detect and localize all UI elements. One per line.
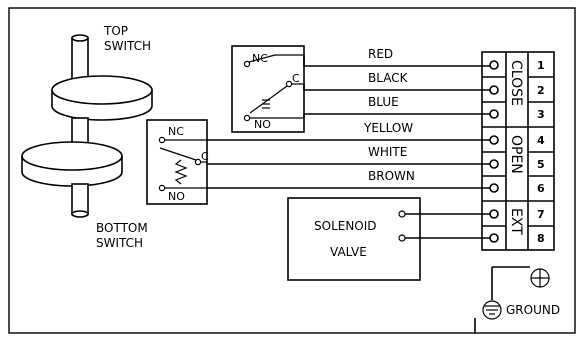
terminal-number-5: 5: [537, 158, 545, 171]
bottom-switch-label: BOTTOM: [96, 221, 148, 235]
top-switch-label-2: SWITCH: [104, 39, 151, 53]
top-no-label: NO: [254, 118, 271, 131]
terminal-number-6: 6: [537, 182, 545, 195]
wire-label-black: BLACK: [368, 71, 409, 85]
top-c-label: C: [292, 72, 300, 85]
top-switch-disc: [51, 75, 153, 121]
wires: [207, 55, 490, 189]
terminal-number-7: 7: [537, 208, 545, 221]
group-label-ext: EXT: [508, 208, 524, 235]
wire-label-red: RED: [368, 47, 393, 61]
top-switch-label: TOP: [103, 24, 128, 38]
diagram-frame: [8, 7, 576, 334]
terminal-number-8: 8: [537, 232, 545, 245]
terminal-number-1: 1: [537, 59, 545, 72]
terminal-number-3: 3: [537, 108, 545, 121]
valve-label: VALVE: [330, 245, 367, 259]
bottom-no-label: NO: [168, 190, 185, 203]
ground-icon: [474, 266, 550, 333]
wire-label-blue: BLUE: [368, 95, 399, 109]
solenoid-valve: [287, 197, 490, 281]
wire-label-white: WHITE: [368, 145, 407, 159]
group-label-open: OPEN: [508, 135, 524, 174]
ground-label: GROUND: [506, 303, 560, 317]
switch-assembly: [21, 34, 153, 218]
group-label-close: CLOSE: [508, 60, 524, 106]
solenoid-label: SOLENOID: [314, 219, 377, 233]
terminal-number-2: 2: [537, 84, 545, 97]
terminal-block: [481, 51, 555, 251]
bottom-switch-disc: [21, 141, 123, 187]
wire-label-brown: BROWN: [368, 169, 415, 183]
bottom-switch-contacts: NC C NO: [146, 119, 209, 205]
top-switch-contacts: NC C NO: [231, 45, 305, 133]
wire-label-yellow: YELLOW: [363, 121, 413, 135]
terminal-number-4: 4: [537, 134, 545, 147]
bottom-nc-label: NC: [168, 125, 184, 138]
bottom-switch-label-2: SWITCH: [96, 236, 143, 250]
bottom-c-label: C: [201, 150, 209, 163]
